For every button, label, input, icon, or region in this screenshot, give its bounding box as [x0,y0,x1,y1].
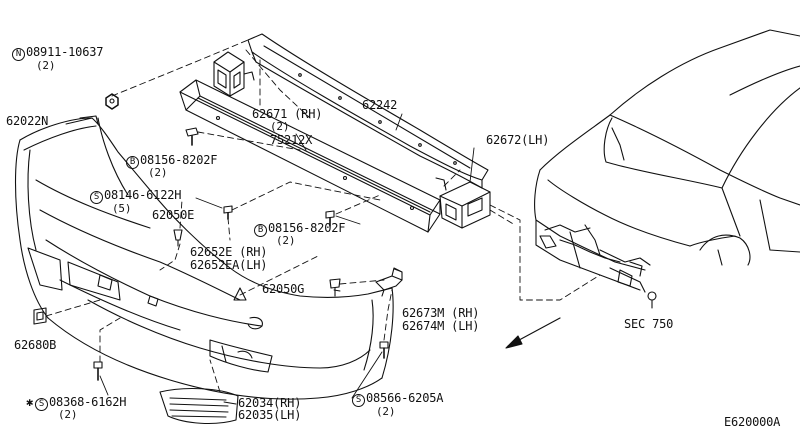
screw-symbol: S [90,191,103,204]
side-bracket [375,267,403,297]
label-bolt-upper-qty: (2) [148,166,168,179]
label-75212x: 75212X [270,133,313,147]
label-62680b: 62680B [14,338,57,352]
screw-lower-right-code: 08566-6205A [366,391,444,405]
bolt-symbol: B [126,156,139,169]
car-outline [534,29,800,309]
label-nut-qty: (2) [36,59,56,72]
nut-part-code: 08911-10637 [26,45,104,59]
label-screw-lower-right-qty: (2) [376,405,396,418]
asterisk-mark: ✱ [26,395,34,409]
fasteners [33,93,389,381]
label-62652e-rh: 62652E (RH) [190,245,268,259]
screw-upper-code: 08146-6122H [104,188,182,202]
screw-lower-left-symbol: S [35,398,49,411]
front-direction-arrow [505,317,561,349]
label-62673m-rh: 62673M (RH) [402,306,480,320]
label-screw-lower-left-qty: (2) [58,408,78,421]
label-62671-rh: 62671 (RH) [252,107,323,121]
label-62672-lh: 62672(LH) [486,133,550,147]
screw-lower-left-code: 08368-6162H [49,395,127,409]
upper-retainer [247,33,489,189]
label-62671-qty: (2) [270,120,290,133]
label-62242: 62242 [362,98,398,112]
screw-lower-right-symbol: S [352,394,365,407]
label-screw-upper-qty: (5) [112,202,132,215]
diagram-id: E620000A [724,415,781,429]
label-62035-lh: 62035(LH) [238,408,302,422]
label-62674m-lh: 62674M (LH) [402,319,480,333]
label-62050e: 62050E [152,208,195,222]
label-62022n: 62022N [6,114,49,128]
bracket-rh [213,51,255,97]
label-62652ea-lh: 62652EA(LH) [190,258,268,272]
bolt-upper-code: 08156-8202F [140,153,218,167]
label-bolt-lower-qty: (2) [276,234,296,247]
bumper-fascia [14,115,394,400]
leader-dashed [45,39,601,393]
label-sec-750: SEC 750 [624,317,674,331]
label-62034-rh: 62034(RH) [238,396,302,410]
label-62050g: 62050G [262,282,305,296]
bolt-lower-symbol: B [254,224,267,237]
bolt-lower-code: 08156-8202F [268,221,346,235]
reinforcement-bar [179,79,441,233]
nut-symbol: N [12,48,25,61]
fog-grille [159,388,239,424]
leader-solid [65,113,475,405]
